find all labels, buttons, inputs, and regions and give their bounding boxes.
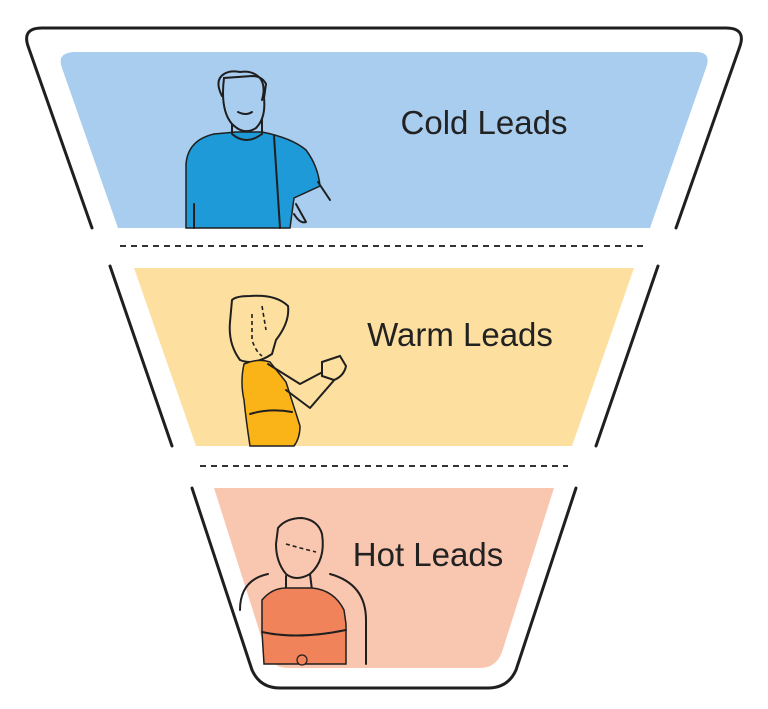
person-at-laptop-icon [239,516,367,666]
stage-label-hot: Hot Leads [353,536,503,573]
stage-label-cold: Cold Leads [401,104,568,141]
man-standing-icon [185,70,331,229]
cold-leads-band [60,52,708,228]
stage-label-warm: Warm Leads [367,316,553,353]
warm-leads-band [134,268,634,446]
woman-with-phone-icon [228,294,348,447]
funnel-outline [25,26,743,690]
